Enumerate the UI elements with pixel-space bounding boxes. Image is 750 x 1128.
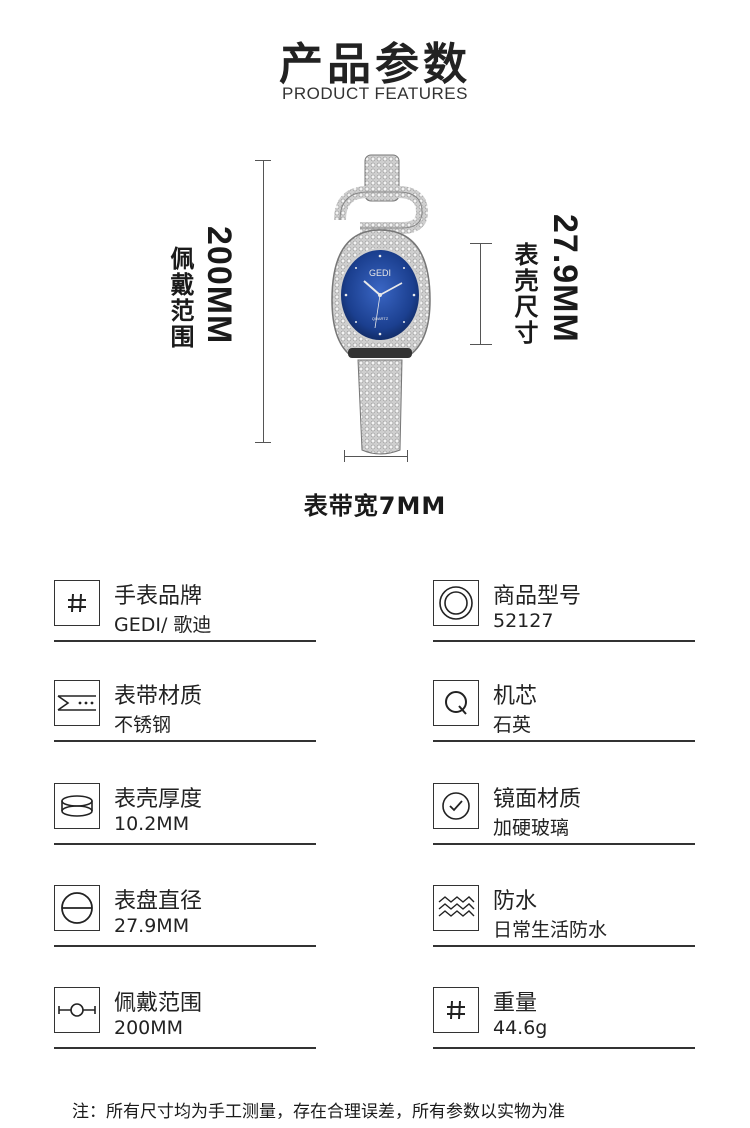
band-width-cap-right xyxy=(407,450,408,462)
band-width-label: 表带宽7MM xyxy=(303,492,447,520)
watch-band-icon xyxy=(54,987,100,1033)
spec-movement: 机芯 石英 xyxy=(433,680,695,744)
spec-label: 镜面材质 xyxy=(493,787,582,812)
spec-label: 表壳厚度 xyxy=(114,787,203,812)
case-size-cap-top xyxy=(470,243,492,244)
dial-diameter-icon xyxy=(54,885,100,931)
spec-case-thickness: 表壳厚度 10.2MM xyxy=(54,783,316,847)
spec-value: 日常生活防水 xyxy=(493,919,608,941)
spec-band-material: 表带材质 不锈钢 xyxy=(54,680,316,744)
case-size-label: 表壳尺寸 xyxy=(510,242,538,346)
concentric-circles-icon xyxy=(433,580,479,626)
spec-label: 防水 xyxy=(493,889,538,914)
spec-label: 表带材质 xyxy=(114,684,203,709)
spec-value: 10.2MM xyxy=(114,813,190,835)
page-title: 产品参数 xyxy=(279,39,471,90)
spec-label: 重量 xyxy=(493,991,538,1016)
spec-value: 加硬玻璃 xyxy=(493,817,570,839)
watch-illustration: GEDI QUARTZ xyxy=(331,154,431,455)
footer-note: 注：所有尺寸均为手工测量，存在合理误差，所有参数以实物为准 xyxy=(72,1102,565,1122)
case-size-cap-bottom xyxy=(470,344,492,345)
case-size-line xyxy=(480,243,481,345)
quartz-q-icon xyxy=(433,680,479,726)
spec-divider xyxy=(433,945,695,947)
spec-label: 佩戴范围 xyxy=(114,991,203,1016)
spec-value: 石英 xyxy=(493,714,532,736)
case-thickness-icon xyxy=(54,783,100,829)
watch-brand-mark: GEDI xyxy=(369,268,391,278)
spec-divider xyxy=(54,640,316,642)
spec-divider xyxy=(54,843,316,845)
hash-icon xyxy=(433,987,479,1033)
strap-icon xyxy=(54,680,100,726)
spec-divider xyxy=(54,1047,316,1049)
spec-divider xyxy=(433,1047,695,1049)
spec-dial-diameter: 表盘直径 27.9MM xyxy=(54,885,316,949)
spec-value: 52127 xyxy=(493,610,554,632)
spec-label: 表盘直径 xyxy=(114,889,203,914)
spec-brand: 手表品牌 GEDI/ 歌迪 xyxy=(54,580,316,644)
spec-wear-range: 佩戴范围 200MM xyxy=(54,987,316,1051)
glass-check-icon xyxy=(433,783,479,829)
spec-waterproof: 防水 日常生活防水 xyxy=(433,885,695,949)
spec-value: 200MM xyxy=(114,1017,184,1039)
spec-label: 商品型号 xyxy=(493,584,582,609)
water-waves-icon xyxy=(433,885,479,931)
wear-range-value: 200MM xyxy=(200,226,238,345)
page-subtitle: PRODUCT FEATURES xyxy=(282,84,468,103)
spec-label: 机芯 xyxy=(493,684,538,709)
spec-model: 商品型号 52127 xyxy=(433,580,695,644)
watch-image: GEDI QUARTZ xyxy=(310,150,450,460)
case-size-value: 27.9MM xyxy=(546,214,584,343)
spec-label: 手表品牌 xyxy=(114,584,203,609)
spec-glass: 镜面材质 加硬玻璃 xyxy=(433,783,695,847)
spec-divider xyxy=(54,740,316,742)
wear-range-line xyxy=(263,160,264,443)
spec-value: 不锈钢 xyxy=(114,714,172,736)
spec-value: GEDI/ 歌迪 xyxy=(114,614,212,636)
spec-value: 27.9MM xyxy=(114,915,190,937)
spec-weight: 重量 44.6g xyxy=(433,987,695,1051)
spec-divider xyxy=(433,843,695,845)
hash-icon xyxy=(54,580,100,626)
spec-divider xyxy=(433,740,695,742)
spec-divider xyxy=(54,945,316,947)
spec-divider xyxy=(433,640,695,642)
spec-value: 44.6g xyxy=(493,1017,548,1039)
wear-range-cap-bottom xyxy=(255,442,271,443)
band-width-line xyxy=(344,456,408,457)
wear-range-label: 佩戴范围 xyxy=(166,246,194,350)
watch-dial-text: QUARTZ xyxy=(372,316,389,321)
